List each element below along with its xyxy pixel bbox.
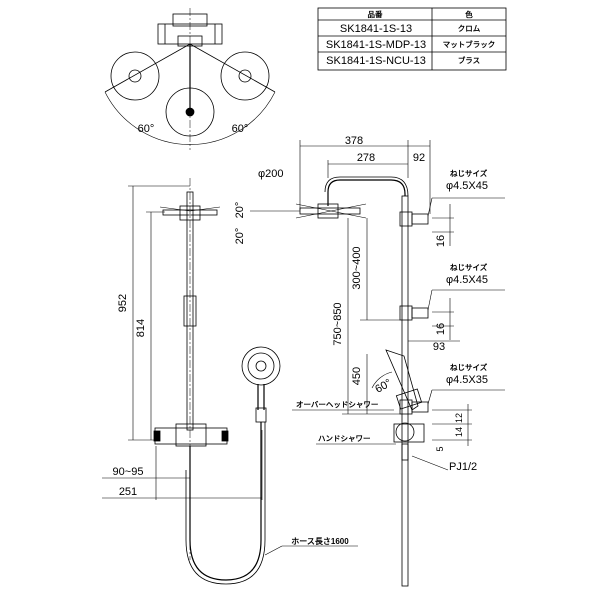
- dim-300-400: 300~400: [351, 246, 363, 289]
- dim-16-mid: 16: [435, 323, 447, 335]
- table-row-part: SK1841-1S-13: [340, 23, 412, 35]
- angle-label-right: 60°: [232, 123, 249, 135]
- screw-size-top: φ4.5X45: [446, 180, 488, 192]
- table-row-color: マットブラック: [443, 39, 496, 49]
- table-row-part: SK1841-1S-MDP-13: [326, 39, 426, 51]
- front-view: 952 814 90~95 251 ホース長さ1600: [102, 178, 358, 585]
- dim-92: 92: [413, 152, 425, 164]
- dim-750-850: 750~850: [332, 302, 344, 345]
- hose-length-label: ホース長さ1600: [291, 537, 349, 546]
- dim-16-top: 16: [435, 235, 447, 247]
- dim-450: 450: [351, 367, 363, 385]
- dim-head-diameter: φ200: [258, 168, 284, 180]
- dim-378: 378: [345, 135, 363, 147]
- angle-label-left: 60°: [138, 123, 155, 135]
- table-header-part-number: 品番: [368, 9, 383, 19]
- dim-12: 12: [454, 413, 464, 423]
- dim-814: 814: [135, 319, 147, 337]
- dim-90-95: 90~95: [113, 466, 144, 478]
- screw-label: ねじサイズ: [450, 262, 488, 272]
- dim-93: 93: [433, 341, 445, 353]
- screw-label: ねじサイズ: [450, 168, 488, 178]
- screw-label: ねじサイズ: [450, 362, 488, 372]
- dim-952: 952: [117, 294, 129, 312]
- table-row-part: SK1841-1S-NCU-13: [326, 55, 426, 67]
- dim-278: 278: [357, 152, 375, 164]
- dim-14: 14: [454, 427, 464, 437]
- dim-251: 251: [119, 486, 137, 498]
- angle-up: 20°: [234, 202, 246, 219]
- table-row-color: クロム: [458, 23, 481, 33]
- pipe-thread-label: PJ1/2: [449, 461, 477, 473]
- product-table: 品番 色 SK1841-1S-13 クロム SK1841-1S-MDP-13 マ…: [317, 7, 507, 71]
- hand-shower-label: ハンドシャワー: [318, 434, 371, 443]
- angle-down: 20°: [234, 228, 246, 245]
- dim-5: 5: [435, 446, 445, 451]
- side-view: 378 278 92 φ200 20° 20° 300~400 750~850 …: [234, 135, 505, 587]
- screw-size-bottom: φ4.5X35: [446, 374, 488, 386]
- table-header-color: 色: [465, 9, 473, 19]
- top-view: 60° 60°: [104, 8, 276, 150]
- angle-60-side: 60°: [373, 377, 393, 396]
- table-row-color: ブラス: [458, 55, 480, 65]
- screw-size-mid: φ4.5X45: [446, 274, 488, 286]
- overhead-shower-label: オーバーヘッドシャワー: [296, 400, 378, 409]
